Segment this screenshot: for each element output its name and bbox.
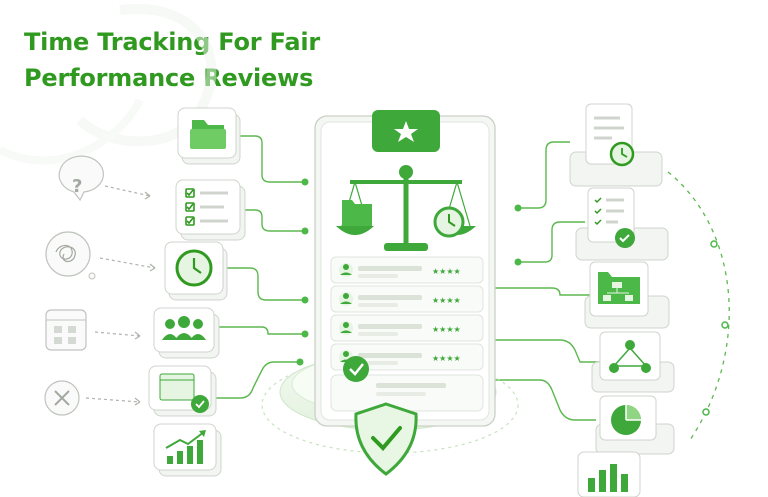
- right-card-folder-network: [584, 261, 670, 329]
- title-line-1: Time Tracking For Fair: [24, 28, 320, 56]
- rating-row: ★★★★: [330, 256, 484, 284]
- right-dashed-arc: [667, 171, 730, 441]
- calendar-icon: [45, 309, 141, 351]
- clock-icon: [175, 249, 213, 287]
- balance-scale-icon: [336, 165, 476, 251]
- document-clock-icon: [594, 116, 635, 167]
- right-card-org-chart: [591, 331, 675, 393]
- folder-icon: [190, 120, 226, 149]
- team-icon: [162, 316, 206, 340]
- calendar-check-icon: [159, 373, 209, 413]
- question-bubble-icon: ?: [58, 155, 151, 202]
- page-title: Time Tracking For Fair Performance Revie…: [24, 24, 320, 96]
- org-chart-icon: [609, 340, 651, 373]
- rating-row: ★★★★: [330, 343, 484, 371]
- rating-row: ★★★★: [330, 314, 484, 342]
- svg-text:★★★★: ★★★★: [432, 354, 461, 363]
- right-connectors: [470, 141, 600, 421]
- x-circle-icon: [44, 380, 141, 416]
- svg-text:★★★★: ★★★★: [432, 267, 461, 276]
- right-card-bar-chart: [577, 451, 641, 497]
- growth-chart-icon: [165, 430, 206, 464]
- rating-rows: ★★★★ ★★★★ ★★★★: [330, 256, 484, 371]
- checklist-icon: [185, 188, 228, 226]
- svg-text:?: ?: [72, 176, 82, 197]
- left-card-folder: [177, 107, 241, 165]
- star-badge-icon: [372, 110, 440, 152]
- right-card-document-clock: [569, 103, 663, 187]
- checklist-check-icon: [594, 197, 635, 248]
- left-card-checklist: [175, 179, 246, 241]
- left-card-team: [153, 307, 220, 359]
- bar-chart-icon: [588, 464, 628, 492]
- arc-dots: [702, 240, 729, 416]
- pie-chart-icon: [611, 405, 641, 435]
- tangle-thought-icon: [45, 231, 156, 280]
- left-connector-dots: [296, 178, 309, 366]
- right-card-pie-chart: [595, 395, 675, 455]
- left-connectors: [214, 135, 305, 399]
- left-card-clock: [164, 241, 228, 301]
- shield-check-icon: [354, 402, 418, 476]
- svg-text:★★★★: ★★★★: [432, 296, 461, 305]
- review-board: ★★★★ ★★★★ ★★★★: [314, 110, 496, 427]
- folder-network-icon: [598, 272, 640, 304]
- left-card-calendar-check: [148, 365, 217, 417]
- right-card-checklist-check: [575, 187, 669, 261]
- rating-row: ★★★★: [330, 285, 484, 313]
- title-line-2: Performance Reviews: [24, 64, 314, 92]
- svg-text:★★★★: ★★★★: [432, 325, 461, 334]
- approval-row: [330, 356, 484, 412]
- left-card-growth-chart: [153, 423, 222, 477]
